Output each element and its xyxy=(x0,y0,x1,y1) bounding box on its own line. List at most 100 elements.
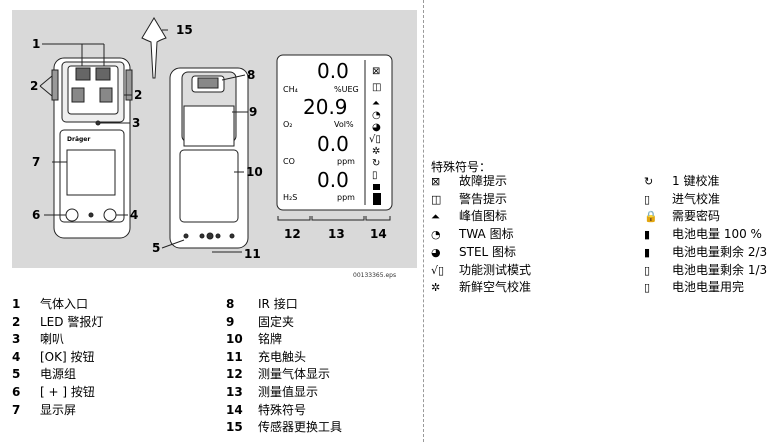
list-item: ▯进气校准 xyxy=(644,191,767,209)
callout-12: 12 xyxy=(284,227,301,241)
warning-icon: ◫ xyxy=(431,192,442,206)
stel-icon: ◕ xyxy=(372,122,381,133)
fault-icon: ⊠ xyxy=(372,66,380,77)
gas-cal-icon: ▯ xyxy=(644,192,651,206)
list-item: ⏶峰值图标 xyxy=(431,208,531,226)
callout-14: 14 xyxy=(370,227,387,241)
callout-13: 13 xyxy=(328,227,345,241)
one-key-icon: ↻ xyxy=(644,175,654,188)
display-gas-3: CO xyxy=(283,157,295,166)
display-readings: 0.0 CH₄ %UEG 20.9 O₂ Vol% 0.0 CO ppm 0.0… xyxy=(283,59,359,202)
display-unit-3: ppm xyxy=(337,157,355,166)
callout-15: 15 xyxy=(176,23,193,37)
peak-icon: ⏶ xyxy=(372,98,380,109)
device-front xyxy=(51,57,133,239)
callout-11: 11 xyxy=(244,247,261,261)
list-item: ▮电池电量剩余 2/3 xyxy=(644,244,767,262)
stel-icon: ◕ xyxy=(431,245,441,259)
device-back xyxy=(169,67,249,249)
list-item: 🔒需要密码 xyxy=(644,208,767,226)
callout-9: 9 xyxy=(249,105,257,119)
list-item: ⊠故障提示 xyxy=(431,173,531,191)
bump-test-icon: √▯ xyxy=(431,263,445,277)
display-value-4: 0.0 xyxy=(317,168,349,192)
battery-full-icon xyxy=(373,193,381,205)
display-symbols: ⊠ ◫ ⏶ ◔ ◕ √▯ ✲ ↻ ▯ xyxy=(369,66,381,205)
display-brackets xyxy=(277,216,391,221)
lock-icon xyxy=(373,184,380,190)
list-item: ↻1 键校准 xyxy=(644,173,767,191)
display-gas-2: O₂ xyxy=(283,120,293,129)
battery-23-icon: ▮ xyxy=(644,245,651,259)
callout-10: 10 xyxy=(246,165,263,179)
column-divider xyxy=(423,0,424,442)
callout-5: 5 xyxy=(152,241,160,255)
callout-numbers: 1 2 2 3 4 5 6 7 8 9 10 11 12 13 14 15 xyxy=(30,23,387,261)
callout-1: 1 xyxy=(32,37,40,51)
display-gas-4: H₂S xyxy=(283,193,297,202)
twa-icon: ◔ xyxy=(431,228,441,242)
fault-icon: ⊠ xyxy=(431,175,441,188)
callout-6: 6 xyxy=(32,208,40,222)
list-item: 4[OK] 按钮 xyxy=(12,349,95,364)
peak-icon: ⏶ xyxy=(431,210,440,224)
display-unit-1: %UEG xyxy=(334,85,359,94)
display-unit-2: Vol% xyxy=(334,120,354,129)
fresh-air-icon: ✲ xyxy=(372,146,380,157)
callout-3: 3 xyxy=(132,116,140,130)
display-gas-1: CH₄ xyxy=(283,85,298,94)
symbols-title: 特殊符号： xyxy=(431,160,492,174)
display-value-2: 20.9 xyxy=(303,95,348,119)
list-item: ▯电池电量用完 xyxy=(644,279,767,297)
gas-cal-icon: ▯ xyxy=(372,170,378,181)
list-item: ◕STEL 图标 xyxy=(431,244,531,262)
callout-2a: 2 xyxy=(30,79,38,93)
callout-7: 7 xyxy=(32,155,40,169)
sensor-tool-icon xyxy=(141,17,167,79)
image-id: 00133365.eps xyxy=(353,272,397,279)
list-item: ▮电池电量 100 % xyxy=(644,226,767,244)
bump-test-icon: √▯ xyxy=(369,134,381,145)
fresh-air-icon: ✲ xyxy=(431,281,441,295)
display-unit-4: ppm xyxy=(337,193,355,202)
callout-2b: 2 xyxy=(134,88,142,102)
one-key-icon: ↻ xyxy=(372,158,380,169)
battery-empty-icon: ▯ xyxy=(644,281,651,295)
device-figure: Dräger 0.0 CH₄ %UEG 20.9 O₂ xyxy=(12,10,417,268)
list-item: √▯功能测试模式 xyxy=(431,262,531,280)
leader-lines xyxy=(39,29,248,253)
display-value-1: 0.0 xyxy=(317,59,349,83)
twa-icon: ◔ xyxy=(372,110,381,121)
brand-label: Dräger xyxy=(67,136,90,143)
warning-icon: ◫ xyxy=(372,82,381,93)
device-illustration: Dräger 0.0 CH₄ %UEG 20.9 O₂ xyxy=(30,17,393,261)
callout-8: 8 xyxy=(247,68,255,82)
list-item: ◔TWA 图标 xyxy=(431,226,531,244)
battery-full-icon: ▮ xyxy=(644,228,651,242)
list-item: 6[ + ] 按钮 xyxy=(12,384,95,399)
lock-icon: 🔒 xyxy=(644,210,658,224)
list-item: ▯电池电量剩余 1/3 xyxy=(644,262,767,280)
display-panel xyxy=(276,54,393,211)
battery-13-icon: ▯ xyxy=(644,263,651,277)
symbols-list-left: ⊠故障提示 ◫警告提示 ⏶峰值图标 ◔TWA 图标 ◕STEL 图标 √▯功能测… xyxy=(431,173,531,297)
symbols-list-right: ↻1 键校准 ▯进气校准 🔒需要密码 ▮电池电量 100 % ▮电池电量剩余 2… xyxy=(644,173,767,297)
display-value-3: 0.0 xyxy=(317,132,349,156)
callout-4: 4 xyxy=(130,208,138,222)
list-item: ◫警告提示 xyxy=(431,191,531,209)
